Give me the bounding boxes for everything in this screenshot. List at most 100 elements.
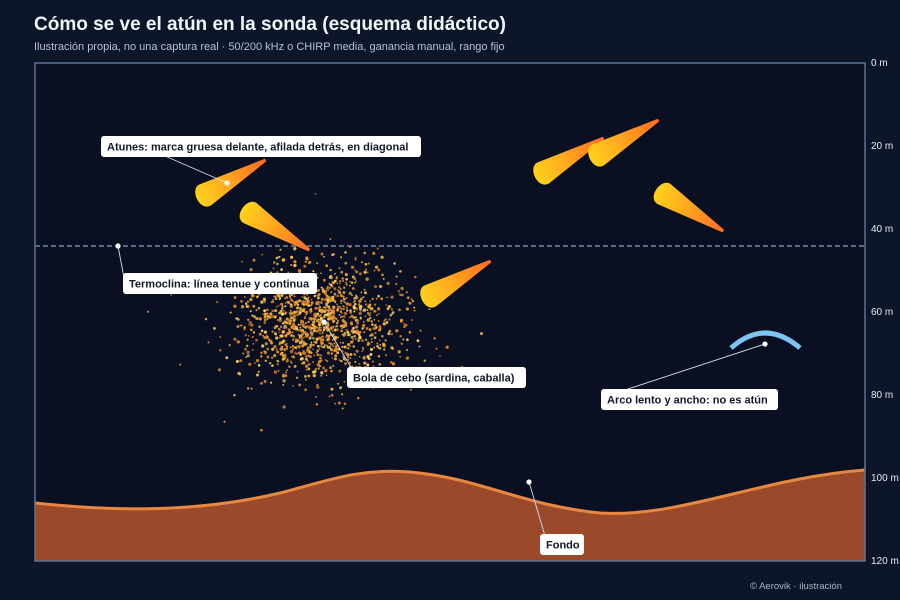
bait-particle	[337, 401, 341, 405]
bait-particle	[329, 366, 333, 370]
bait-particle	[343, 326, 345, 329]
bait-particle	[333, 328, 337, 332]
bait-particle	[273, 295, 276, 298]
bait-particle	[395, 329, 399, 333]
callout-bait-ball-label: Bola de cebo (sardina, caballa)	[353, 373, 515, 385]
page-subtitle: Ilustración propia, no una captura real …	[34, 41, 505, 53]
bait-particle	[390, 333, 393, 336]
bait-particle	[263, 335, 267, 340]
bait-particle	[369, 353, 373, 356]
bait-particle	[279, 325, 283, 329]
bait-particle	[332, 312, 336, 315]
bait-particle	[414, 275, 417, 279]
bait-particle	[359, 309, 362, 312]
bait-particle	[257, 364, 261, 367]
bait-particle	[329, 238, 332, 240]
bait-particle	[373, 309, 376, 313]
bait-particle	[317, 360, 322, 364]
bait-particle	[304, 260, 307, 263]
bait-particle	[334, 272, 336, 275]
bait-particle	[319, 320, 322, 323]
bait-particle	[321, 287, 325, 291]
bait-particle	[439, 355, 441, 358]
bait-particle	[370, 320, 373, 323]
bait-particle	[353, 296, 356, 300]
bait-particle	[255, 359, 260, 363]
bait-particle	[364, 315, 367, 318]
bait-particle	[278, 331, 280, 333]
bait-particle	[319, 301, 323, 304]
bait-particle	[316, 312, 320, 316]
bait-particle	[263, 318, 267, 322]
bait-particle	[285, 345, 289, 348]
bait-particle	[298, 383, 302, 387]
bait-particle	[309, 331, 313, 335]
bait-particle	[299, 352, 302, 354]
bait-particle	[381, 334, 384, 338]
bait-particle	[251, 314, 254, 317]
bait-particle	[248, 321, 253, 325]
tuna-mark	[588, 118, 660, 167]
bait-particle	[278, 336, 281, 339]
bait-particle	[319, 317, 324, 321]
bait-particle	[356, 322, 359, 325]
bait-particle	[305, 368, 309, 371]
bait-particle	[378, 363, 381, 366]
bait-particle	[241, 260, 243, 263]
bait-particle	[290, 294, 293, 297]
bait-particle	[301, 332, 305, 336]
bait-particle	[320, 310, 324, 314]
bait-particle	[406, 296, 410, 300]
bait-particle	[398, 292, 401, 295]
bait-particle	[349, 245, 352, 249]
bait-particle	[255, 338, 258, 342]
bait-particle	[325, 374, 328, 377]
bait-particle	[354, 258, 357, 261]
bait-particle	[309, 323, 312, 326]
bait-particle	[276, 305, 278, 308]
bait-particle	[263, 315, 267, 319]
bait-particle	[341, 350, 344, 352]
bait-particle	[366, 271, 369, 274]
bait-particle	[377, 347, 380, 349]
bait-particle	[264, 359, 267, 362]
tuna-marks	[195, 118, 725, 308]
bait-particle	[325, 287, 329, 290]
bait-particle	[146, 310, 149, 313]
bait-particle	[371, 297, 374, 301]
bait-particle	[296, 303, 299, 306]
callout-arc-label: Arco lento y ancho: no es atún	[607, 395, 768, 407]
bait-particle	[363, 331, 366, 333]
bait-particle	[390, 346, 394, 350]
bait-particle	[281, 307, 284, 310]
bait-particle	[277, 327, 281, 331]
bait-particle	[258, 332, 262, 336]
bait-particle	[405, 356, 410, 360]
bait-particle	[347, 343, 351, 347]
bait-particle	[372, 365, 375, 368]
bait-particle	[379, 344, 382, 346]
bait-particle	[281, 354, 285, 357]
bait-particle	[398, 308, 401, 312]
bait-particle	[330, 276, 334, 280]
bait-particle	[290, 317, 293, 320]
bait-particle	[270, 381, 273, 384]
bait-particle	[408, 301, 412, 305]
bait-particle	[324, 369, 328, 373]
bait-particle	[323, 292, 326, 294]
bait-particle	[322, 278, 326, 282]
bait-particle	[339, 341, 342, 344]
bait-particle	[376, 345, 379, 348]
bait-particle	[320, 297, 324, 301]
bait-particle	[282, 309, 285, 312]
bait-particle	[284, 302, 287, 304]
bait-particle	[336, 307, 339, 311]
bait-particle	[344, 301, 347, 304]
bait-particle	[342, 297, 346, 301]
bait-particle	[304, 297, 308, 300]
bait-particle	[435, 347, 438, 350]
bait-particle	[341, 407, 344, 410]
bait-particle	[255, 309, 258, 312]
bait-particle	[375, 326, 378, 329]
bait-particle	[360, 291, 363, 294]
